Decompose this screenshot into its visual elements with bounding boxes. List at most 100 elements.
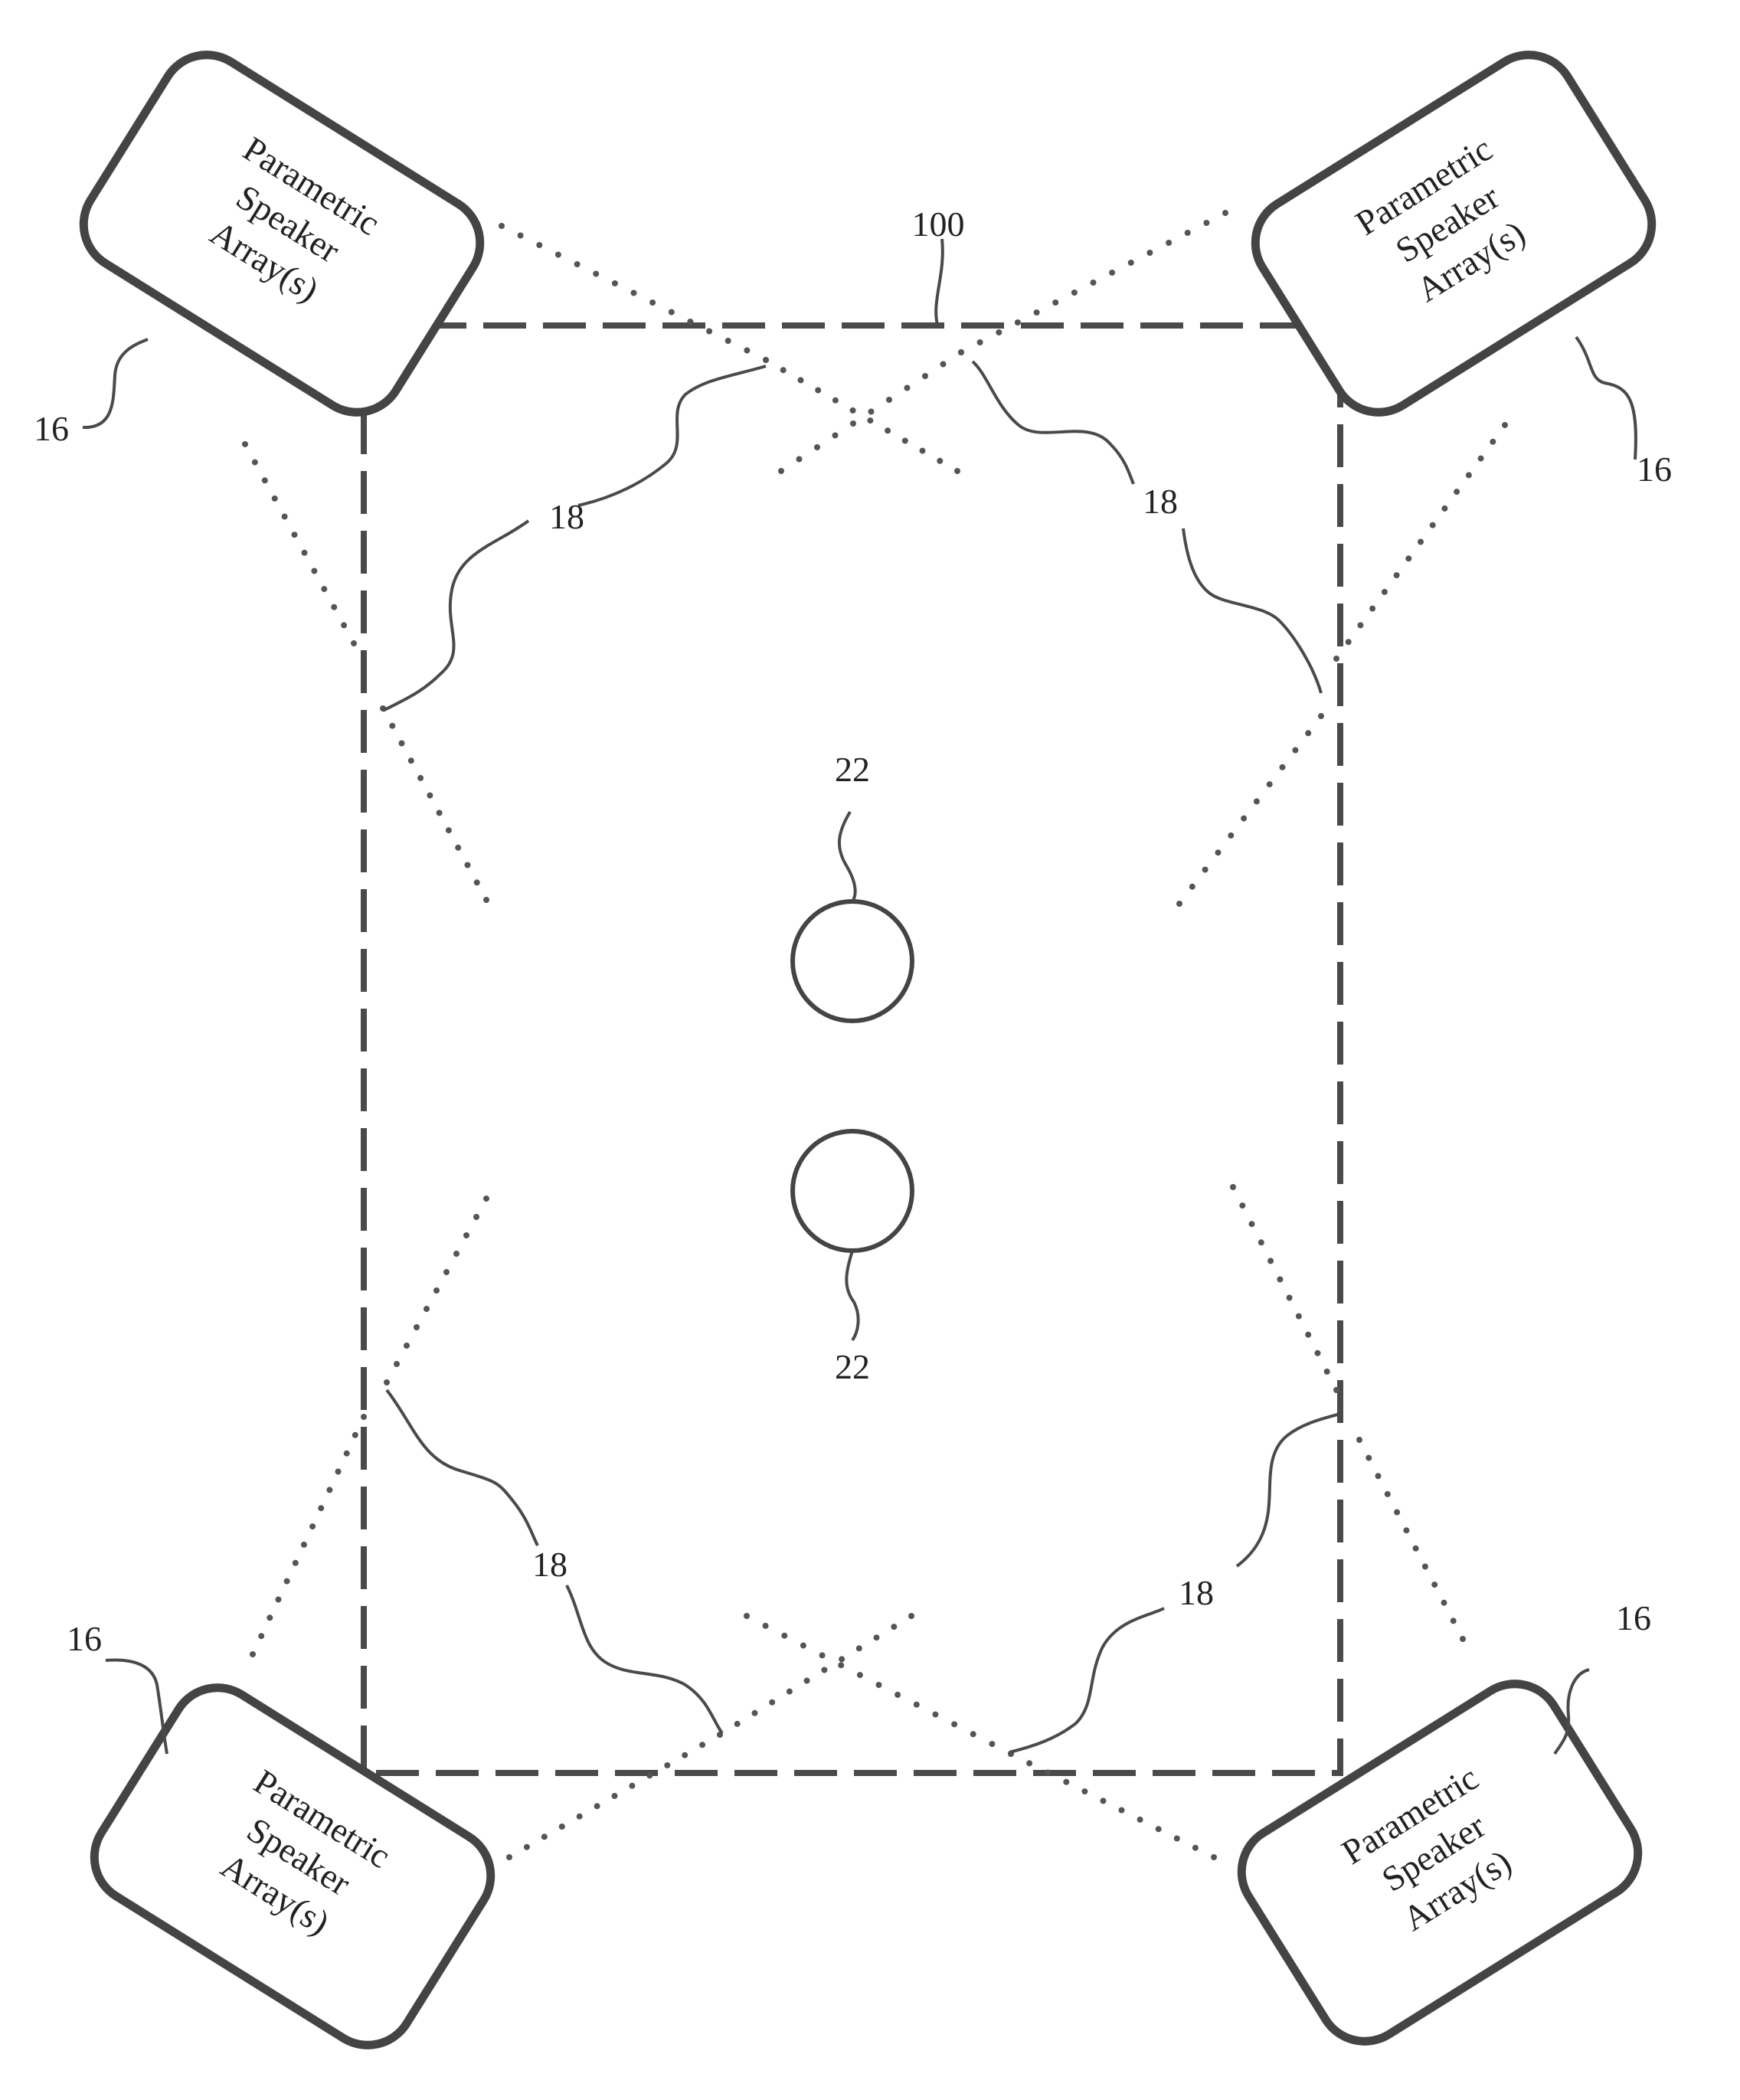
beam-dot bbox=[1222, 210, 1228, 216]
beam-dot bbox=[1174, 1836, 1180, 1842]
beam-dot bbox=[1081, 1788, 1088, 1794]
beam-dot bbox=[1091, 280, 1097, 286]
beam-dot bbox=[414, 1324, 420, 1330]
beam-dot bbox=[876, 1682, 882, 1688]
occupant-top bbox=[793, 901, 912, 1021]
beam-dot bbox=[752, 1710, 758, 1716]
beam-dot bbox=[838, 1662, 844, 1668]
beam-dot bbox=[463, 1232, 469, 1238]
beam-dot bbox=[352, 1432, 358, 1438]
beam-dot bbox=[1267, 781, 1273, 787]
beam-dot bbox=[473, 1214, 479, 1220]
beam-dot bbox=[284, 1578, 290, 1585]
beam-dot bbox=[499, 223, 505, 229]
beam-dot bbox=[649, 299, 656, 306]
beam-dot bbox=[1185, 230, 1191, 236]
beam-dot bbox=[1296, 1313, 1302, 1320]
leader-occupant-top bbox=[839, 812, 855, 901]
beam-dot bbox=[769, 1699, 775, 1706]
beam-dot bbox=[787, 1689, 793, 1695]
ref-zone-top-right: 18 bbox=[1143, 482, 1178, 521]
beam-dot bbox=[559, 1824, 565, 1830]
beam-dot bbox=[989, 1741, 995, 1747]
beam-dot bbox=[1192, 1845, 1199, 1851]
beam-dot bbox=[664, 1762, 670, 1768]
beam-dot bbox=[399, 741, 405, 747]
beam-dot bbox=[1357, 622, 1363, 628]
beam-dot bbox=[744, 1613, 750, 1619]
beam-dot bbox=[341, 622, 347, 628]
beam-dot bbox=[384, 1379, 390, 1385]
beam-dot bbox=[252, 460, 258, 466]
beam-dot bbox=[292, 532, 298, 538]
beam-dot bbox=[1431, 1582, 1437, 1588]
beam-dot bbox=[301, 1542, 307, 1548]
beam-dot bbox=[1356, 1437, 1362, 1443]
leader-room bbox=[936, 239, 943, 328]
beam-dot bbox=[669, 309, 675, 316]
beam-dot bbox=[886, 397, 892, 403]
beam-dot bbox=[958, 349, 964, 355]
ref-speaker-top-left: 16 bbox=[34, 409, 69, 448]
speaker-array-top-right: Parametric Speaker Array(s) bbox=[1238, 38, 1670, 430]
beam-dot bbox=[302, 550, 308, 556]
beam-dot bbox=[1318, 713, 1324, 719]
ref-zone-top-left: 18 bbox=[549, 497, 584, 536]
beam-dot bbox=[1490, 439, 1496, 445]
beam-dot bbox=[1052, 299, 1058, 306]
leader-speaker-top-right bbox=[1576, 337, 1636, 460]
beam-dot bbox=[593, 271, 599, 277]
beam-dot bbox=[932, 1712, 938, 1718]
beam-dot bbox=[446, 827, 452, 833]
beam-dot bbox=[1366, 1455, 1372, 1461]
beam-dot bbox=[856, 1645, 862, 1651]
beam-dot bbox=[1034, 309, 1040, 316]
beam-dot bbox=[1466, 472, 1472, 478]
beam-dot bbox=[1292, 747, 1298, 754]
beam-dot bbox=[970, 1731, 976, 1737]
beam-dot bbox=[699, 1742, 705, 1748]
beam-dot bbox=[577, 1814, 583, 1820]
beam-dot bbox=[1146, 250, 1153, 256]
beam-dot bbox=[832, 433, 839, 439]
beam-dot bbox=[465, 862, 471, 868]
beam-dot bbox=[904, 385, 911, 391]
beam-dot bbox=[682, 1752, 688, 1758]
beam-dot bbox=[1324, 1369, 1330, 1375]
beam-dot bbox=[819, 1652, 826, 1658]
beam-dot bbox=[1369, 606, 1375, 612]
beam-dot bbox=[1346, 639, 1352, 645]
beam-dot bbox=[868, 409, 875, 415]
beam-dot bbox=[763, 1623, 769, 1629]
beam-dot bbox=[1189, 884, 1195, 890]
beam-dot bbox=[1156, 1826, 1162, 1832]
beam-dot bbox=[437, 810, 443, 816]
beam-dot bbox=[258, 1633, 264, 1639]
beam-dot bbox=[1230, 1184, 1236, 1190]
beam-dot bbox=[781, 1633, 787, 1639]
beam-dot bbox=[242, 441, 248, 447]
beam-dot bbox=[1241, 816, 1247, 822]
beam-dot bbox=[321, 586, 327, 592]
leader-zone-bottom-left-a bbox=[387, 1390, 538, 1546]
beam-dot bbox=[455, 845, 461, 851]
speaker-array-bottom-right: Parametric Speaker Array(s) bbox=[1225, 1667, 1656, 2059]
beam-dot bbox=[908, 1613, 914, 1619]
beam-dot bbox=[536, 242, 542, 248]
beam-dot bbox=[404, 1343, 410, 1349]
beam-dot bbox=[1502, 422, 1508, 428]
beam-dot bbox=[1305, 1332, 1311, 1338]
beam-dot bbox=[1405, 555, 1411, 561]
beam-dot bbox=[1441, 1600, 1447, 1606]
beam-dot bbox=[798, 377, 804, 383]
beam-dot bbox=[920, 448, 926, 454]
beam-dot bbox=[1315, 1350, 1321, 1356]
beam-dot bbox=[1137, 1817, 1143, 1823]
beam-dot bbox=[1215, 849, 1222, 855]
leader-zone-top-right-b bbox=[1183, 528, 1321, 693]
beam-dot bbox=[850, 420, 856, 427]
beam-dot bbox=[262, 477, 268, 483]
beam-dot bbox=[902, 438, 908, 444]
beam-dot bbox=[474, 879, 480, 885]
beam-dot bbox=[1203, 220, 1209, 226]
